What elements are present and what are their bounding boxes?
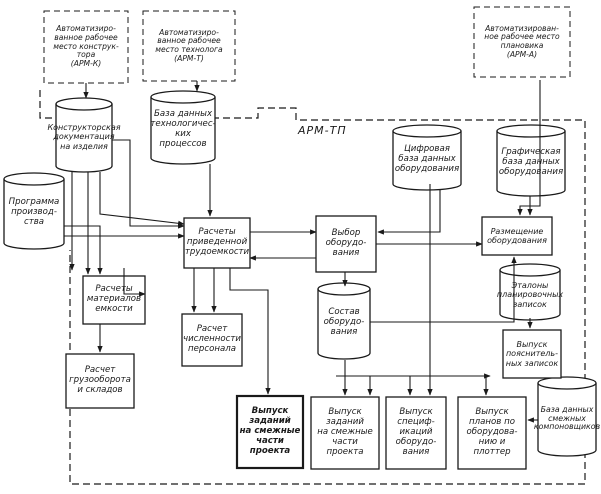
spec-output-box <box>385 396 447 470</box>
notes-output-box <box>502 329 562 379</box>
placement-box <box>481 216 553 256</box>
tasks-output-2-label: Выпуск заданий на смежные части проекта <box>317 407 373 457</box>
graphic-db-label: Графическая база данных оборудования <box>498 147 564 177</box>
tech-db-label: База данных технологичес- ких процессов <box>150 109 216 149</box>
database-cylinders <box>3 90 597 457</box>
arm-k-label: Автоматизиро- ванное рабочее место конст… <box>53 24 119 69</box>
equip-composition-label: Состав оборудо- вания <box>323 307 365 337</box>
arm-tp-label: АРМ-ТП <box>298 124 347 137</box>
placement-label: Размещение оборудования <box>487 226 547 245</box>
materials-calc-label: Расчеты материалов емкости <box>86 284 142 314</box>
labor-calc-label: Расчеты приведенной трудоемкости <box>184 227 250 257</box>
tech-db-cylinder <box>150 97 216 165</box>
arm-t-box <box>142 10 236 82</box>
production-program-cylinder <box>3 179 65 250</box>
tasks-output-1-label: Выпуск заданий на смежные части проекта <box>239 406 301 456</box>
design-docs-cylinder <box>55 104 113 173</box>
equip-composition-cylinder <box>317 289 371 360</box>
notes-output-label: Выпуск пояснитель- ных записок <box>505 340 559 368</box>
cargo-calc-box <box>65 353 135 409</box>
staff-calc-label: Расчет численности персонала <box>183 324 241 354</box>
layout-standards-label: Эталоны планировочных записок <box>496 281 564 309</box>
equip-choice-box <box>315 215 377 273</box>
equip-db-label: Цифровая база данных оборудования <box>394 144 460 174</box>
arm-k-box <box>43 10 129 84</box>
connector-arrows <box>64 80 541 423</box>
equip-db-cylinder <box>392 131 462 191</box>
process-boxes <box>65 215 562 470</box>
external-boxes <box>43 6 571 84</box>
design-docs-label: Конструкторская документация на изделия <box>47 123 121 151</box>
plans-output-label: Выпуск планов по оборудова- нию и плотте… <box>466 407 518 457</box>
arm-a-box <box>473 6 571 78</box>
arm-a-label: Автоматизирован- ное рабочее место плано… <box>484 23 560 59</box>
tasks-output-2-box <box>310 396 380 470</box>
arm-t-label: Автоматизиро- ванное рабочее место техно… <box>155 27 223 63</box>
labor-calc-box <box>183 217 251 269</box>
adj-db-cylinder <box>537 383 597 457</box>
equip-choice-label: Выбор оборудо- вания <box>325 228 367 258</box>
staff-calc-box <box>181 313 243 367</box>
tasks-output-1-box <box>235 394 305 470</box>
plans-output-box <box>457 396 527 470</box>
graphic-db-cylinder <box>496 131 566 197</box>
production-program-label: Программа производ- ства <box>8 197 60 227</box>
cargo-calc-label: Расчет грузооборота и складов <box>69 365 131 395</box>
materials-calc-box <box>82 275 146 325</box>
spec-output-label: Выпуск специф- икаций оборудо- вания <box>395 407 437 457</box>
adj-db-label: База данных смежных компоновщиков <box>533 404 601 432</box>
